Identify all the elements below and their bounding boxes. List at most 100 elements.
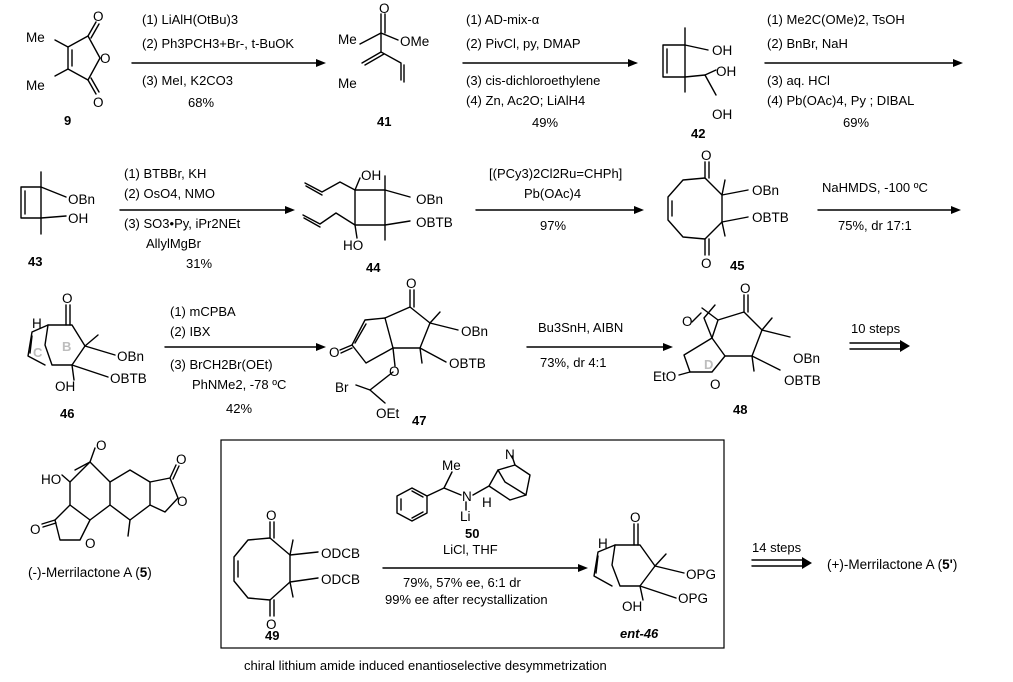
benzyloxy-label: OBn (416, 192, 443, 207)
nitrogen-label: N (462, 489, 472, 504)
methyl-label: Me (26, 30, 45, 45)
compound-number: 50 (465, 526, 479, 541)
reaction-arrow-7: (1) mCPBA (2) IBX (3) BrCH2Br(OEt) PhNMe… (164, 304, 326, 416)
hydroxyl-label: OH (622, 599, 642, 614)
step-condition: (2) PivCl, py, DMAP (466, 36, 581, 51)
oxygen-label: O (93, 9, 104, 24)
step-condition: (3) MeI, K2CO3 (142, 73, 233, 88)
hydroxyl-label: OH (712, 107, 732, 122)
oxygen-label: O (266, 617, 277, 632)
compound-9: Me Me O O O 9 (26, 9, 111, 128)
methyl-label: Me (442, 458, 461, 473)
oxygen-label: O (100, 51, 111, 66)
final-product-name: (+)-Merrilactone A (5') (827, 557, 957, 572)
reaction-arrow-9: 10 steps (849, 321, 910, 352)
oxygen-label: O (30, 522, 41, 537)
oxygen-label: O (406, 276, 417, 291)
step-condition: 10 steps (851, 321, 901, 336)
step-yield: 31% (186, 256, 212, 271)
compound-42: OH OH OH 42 (662, 27, 736, 141)
step-condition: (4) Zn, Ac2O; LiAlH4 (466, 93, 585, 108)
silyloxy-label: OBTB (784, 373, 821, 388)
hydroxyl-label: OH (55, 379, 75, 394)
benzyloxy-label: OBn (793, 351, 820, 366)
reaction-arrow-8: Bu3SnH, AIBN 73%, dr 4:1 (526, 320, 673, 370)
benzyloxy-label: OBn (68, 192, 95, 207)
step-condition: (2) Ph3PCH3+Br-, t-BuOK (142, 36, 294, 51)
hydroxyl-label: OH (712, 43, 732, 58)
step-condition: Bu3SnH, AIBN (538, 320, 623, 335)
step-condition: (1) BTBBr, KH (124, 166, 206, 181)
reaction-arrow-5: [(PCy3)2Cl2Ru=CHPh] Pb(OAc)4 97% (475, 166, 644, 233)
compound-5-merrilactone: HO O O O O O (-)-Merrilactone A (5) (28, 438, 188, 580)
step-condition: (3) aq. HCl (767, 73, 830, 88)
step-condition: (3) BrCH2Br(OEt) (170, 357, 273, 372)
compound-47: O O OBn OBTB O Br OEt 47 (329, 276, 488, 428)
compound-number: 44 (366, 260, 381, 275)
oxygen-label: O (682, 314, 693, 329)
step-condition: 79%, 57% ee, 6:1 dr (403, 575, 521, 590)
step-condition: PhNMe2, -78 ºC (192, 377, 286, 392)
reaction-arrow-3: (1) Me2C(OMe)2, TsOH (2) BnBr, NaH (3) a… (764, 12, 963, 130)
methoxy-label: OMe (400, 34, 429, 49)
step-yield: 68% (188, 95, 214, 110)
nitrogen-label: N (505, 447, 515, 462)
compound-46: O H OBn OBTB OH C B 46 (27, 291, 147, 421)
silyloxy-label: OBTB (416, 215, 453, 230)
lithium-label: Li (460, 509, 471, 524)
hydrogen-label: H (32, 316, 42, 331)
step-condition: (1) Me2C(OMe)2, TsOH (767, 12, 905, 27)
compound-number: 45 (730, 258, 744, 273)
ethoxy-label: OEt (376, 406, 400, 421)
methyl-label: Me (338, 32, 357, 47)
compound-ent-46: O H OPG OPG OH ent-46 (593, 510, 716, 641)
methyl-label: Me (338, 76, 357, 91)
compound-number: 46 (60, 406, 74, 421)
step-condition: 99% ee after recystallization (385, 592, 548, 607)
merrilactone-a-name: (-)-Merrilactone A (5) (28, 565, 152, 580)
compound-number: 9 (64, 113, 71, 128)
compound-41: O Me OMe Me 41 (338, 1, 429, 129)
benzyloxy-label: OBn (752, 183, 779, 198)
protected-oxy-label: OPG (678, 591, 708, 606)
hydroxyl-label: OH (716, 64, 736, 79)
step-condition: 75%, dr 17:1 (838, 218, 912, 233)
hydrogen-label: H (482, 495, 492, 510)
oxygen-label: O (266, 508, 277, 523)
scheme-caption: chiral lithium amide induced enantiosele… (244, 658, 607, 673)
step-condition: LiCl, THF (443, 542, 498, 557)
compound-number: 42 (691, 126, 705, 141)
reaction-arrow-11: 14 steps (751, 540, 812, 569)
oxygen-label: O (630, 510, 641, 525)
reaction-arrow-6: NaHMDS, -100 ºC 75%, dr 17:1 (817, 180, 961, 233)
ring-letter: D (704, 357, 713, 372)
compound-number: 47 (412, 413, 426, 428)
compound-44: OH OBn OBTB HO 44 (302, 168, 453, 275)
oxygen-label: O (329, 345, 340, 360)
step-condition: 73%, dr 4:1 (540, 355, 607, 370)
hydrogen-label: H (598, 536, 608, 551)
compound-number: 48 (733, 402, 747, 417)
step-yield: 49% (532, 115, 558, 130)
step-condition: (3) SO3•Py, iPr2NEt (124, 216, 241, 231)
step-condition: [(PCy3)2Cl2Ru=CHPh] (489, 166, 622, 181)
ring-letter: B (62, 339, 71, 354)
step-condition: 14 steps (752, 540, 802, 555)
dcb-ether-label: ODCB (321, 572, 360, 587)
step-condition: NaHMDS, -100 ºC (822, 180, 928, 195)
step-condition: (2) IBX (170, 324, 211, 339)
desymmetrization-box (220, 439, 725, 649)
oxygen-label: O (96, 438, 107, 453)
step-yield: 97% (540, 218, 566, 233)
hydroxyl-label: HO (343, 238, 363, 253)
step-condition: (1) mCPBA (170, 304, 236, 319)
oxygen-label: O (740, 281, 751, 296)
step-condition: Pb(OAc)4 (524, 186, 581, 201)
ethoxy-label: EtO (653, 369, 676, 384)
benzyloxy-label: OBn (117, 349, 144, 364)
step-condition: (2) BnBr, NaH (767, 36, 848, 51)
protected-oxy-label: OPG (686, 567, 716, 582)
bromine-label: Br (335, 380, 349, 395)
oxygen-label: O (389, 364, 400, 379)
